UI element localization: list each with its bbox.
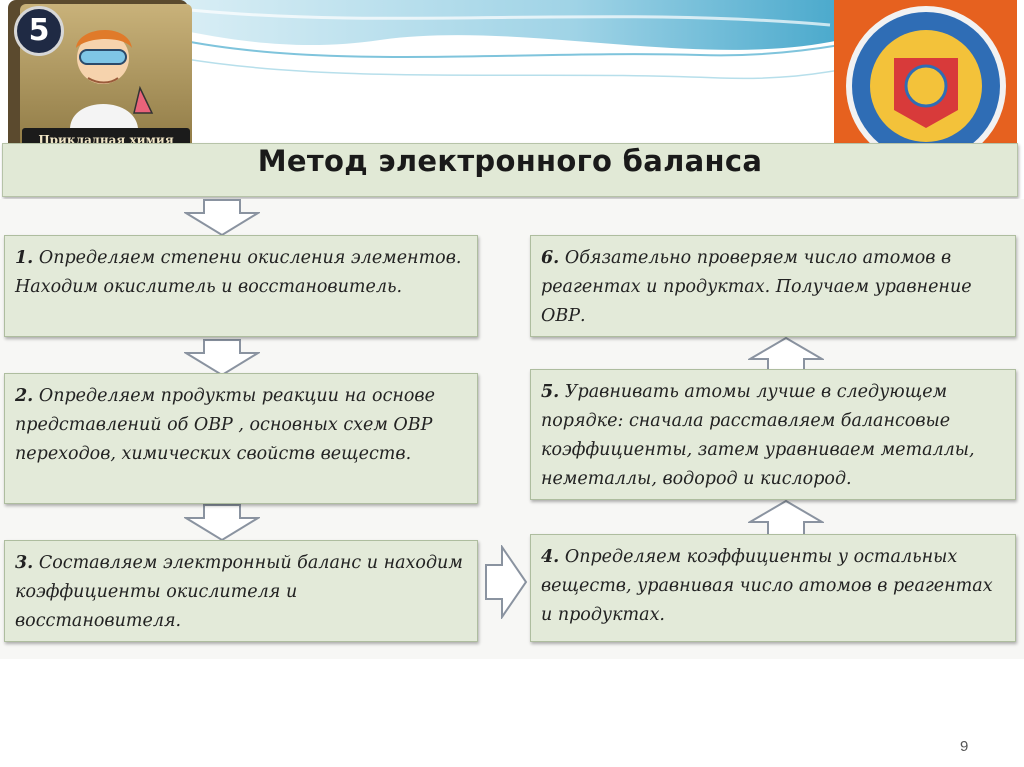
step-box-5: 5. Уравнивать атомы лучше в следующем по… xyxy=(530,369,1016,500)
step-number: 5. xyxy=(541,382,559,402)
step-number: 2. xyxy=(15,386,33,406)
step-text: Составляем электронный баланс и находим … xyxy=(15,553,463,631)
step-text: Уравнивать атомы лучше в следующем поряд… xyxy=(541,382,975,489)
course-badge: 5 Прикладная химия xyxy=(8,0,188,157)
step-text: Обязательно проверяем число атомов в реа… xyxy=(541,248,972,326)
step-number: 6. xyxy=(541,248,559,268)
step-number: 1. xyxy=(15,248,33,268)
step-text: Определяем продукты реакции на основе пр… xyxy=(15,386,435,464)
step-box-2: 2. Определяем продукты реакции на основе… xyxy=(4,373,478,504)
step-box-3: 3. Составляем электронный баланс и наход… xyxy=(4,540,478,642)
title-box: Метод электронного баланса xyxy=(2,143,1018,197)
up-arrow-icon xyxy=(748,337,824,373)
step-text: Определяем степени окисления элементов. … xyxy=(15,248,461,297)
down-arrow-icon xyxy=(184,199,260,237)
step-text: Определяем коэффициенты у остальных веще… xyxy=(541,547,993,625)
page-number: 9 xyxy=(960,738,990,758)
step-number: 4. xyxy=(541,547,559,567)
right-arrow-icon xyxy=(484,545,528,619)
down-arrow-icon xyxy=(184,504,260,542)
step-number: 3. xyxy=(15,553,33,573)
step-box-6: 6. Обязательно проверяем число атомов в … xyxy=(530,235,1016,337)
badge-number: 5 xyxy=(14,6,64,56)
up-arrow-icon xyxy=(748,500,824,536)
step-box-4: 4. Определяем коэффициенты у остальных в… xyxy=(530,534,1016,642)
down-arrow-icon xyxy=(184,339,260,377)
scientist-illustration xyxy=(48,18,168,128)
page-title: Метод электронного баланса xyxy=(3,144,1017,178)
step-box-1: 1. Определяем степени окисления элементо… xyxy=(4,235,478,337)
